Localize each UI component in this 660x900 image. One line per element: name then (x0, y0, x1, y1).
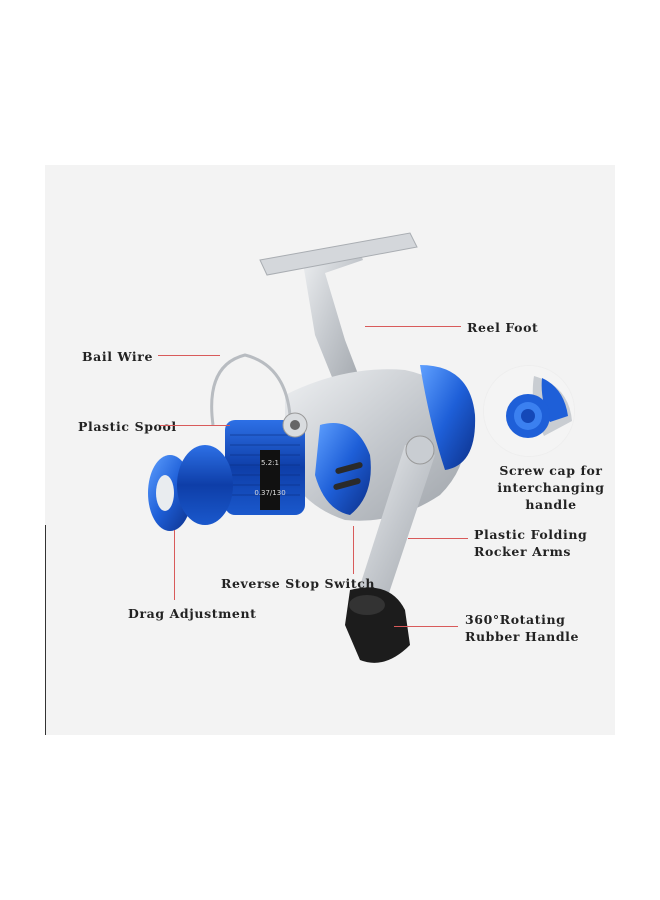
leader-reverse-stop (353, 526, 354, 574)
label-reverse-stop: Reverse Stop Switch (221, 576, 376, 591)
label-rubber-handle-line2: Rubber Handle (465, 629, 580, 644)
label-rubber-handle-line1: 360°Rotating (465, 612, 566, 627)
label-drag-adjustment: Drag Adjustment (128, 606, 257, 621)
leader-plastic-spool (160, 425, 230, 426)
label-screw-cap-line2: interchanging handle (497, 480, 605, 512)
leader-rubber-handle (394, 626, 458, 627)
label-rocker-arms-line2: Rocker Arms (474, 544, 572, 559)
label-rocker-arms-line1: Plastic Folding (474, 527, 588, 542)
leader-rocker-arms (408, 538, 468, 539)
screw-cap-icon (484, 366, 574, 456)
left-edge-line (45, 525, 46, 735)
reel-spec-text: 0.37/130 (254, 489, 285, 497)
reel-ratio-text: 5.2:1 (261, 459, 279, 467)
label-plastic-spool: Plastic Spool (78, 419, 177, 434)
reel-foot (303, 245, 363, 397)
label-rubber-handle: 360°Rotating Rubber Handle (465, 611, 615, 645)
bail-wire (210, 353, 292, 426)
label-reel-foot: Reel Foot (467, 320, 539, 335)
label-bail-wire: Bail Wire (82, 349, 154, 364)
leader-reel-foot (365, 326, 461, 327)
leader-bail-wire (158, 355, 220, 356)
reel-foot-plate (259, 232, 418, 276)
rocker-arm (357, 445, 435, 605)
side-cover (420, 365, 476, 470)
fishing-reel-illustration: 5.2:1 0.37/130 (148, 232, 476, 663)
label-screw-cap: Screw cap for interchanging handle (471, 462, 631, 513)
leader-drag-adjustment (174, 530, 175, 600)
screw-cap-inset (484, 366, 574, 456)
label-screw-cap-line1: Screw cap for (499, 463, 603, 478)
label-rocker-arms: Plastic Folding Rocker Arms (474, 526, 624, 560)
